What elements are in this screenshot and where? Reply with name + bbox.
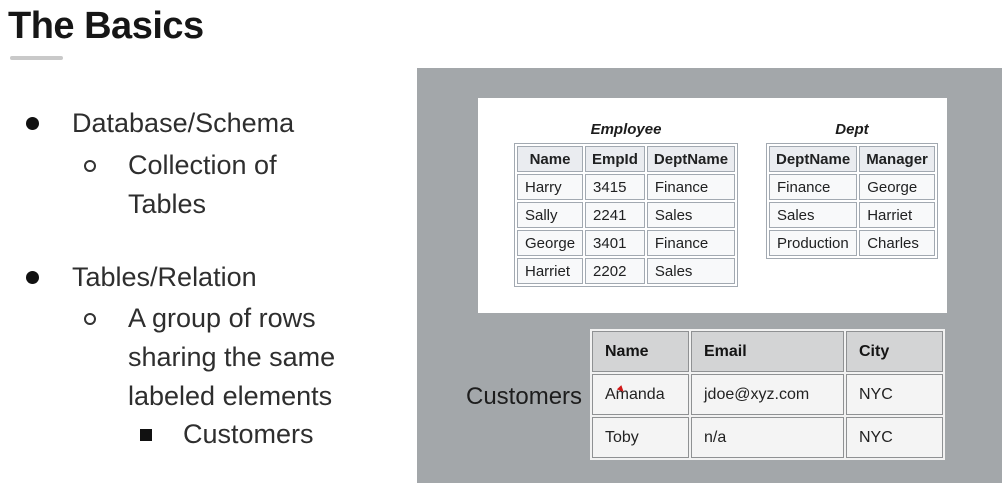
list-item-label: A group of rows sharing the same labeled… [128,303,336,411]
list-item-group-of-rows: A group of rows sharing the same labeled… [84,299,363,416]
table-cell: Production [769,230,858,256]
bullet-circle-icon [84,313,96,325]
table-cell: Harry [517,174,584,200]
bullet-circle-icon [84,160,96,172]
table-cell: jdoe@xyz.com [691,374,844,415]
list-item-collection-of-tables: Collection of Tables [84,146,313,224]
list-item-customers: Customers [140,415,314,454]
table-cell: 3401 [585,230,645,256]
table-cell: Finance [646,174,736,200]
page-title: The Basics [8,5,204,47]
table-cell: Amanda [592,374,689,415]
table-cell: 2202 [585,258,645,284]
table-cell: George [517,230,584,256]
table-cell: Finance [769,174,858,200]
column-header: Name [592,331,689,372]
table-cell: NYC [846,374,943,415]
table-cell: Sally [517,202,584,228]
customers-label: Customers [466,383,583,410]
table-cell: 2241 [585,202,645,228]
bullet-square-icon [140,429,152,441]
dept-table-title: Dept [835,121,869,138]
table-cell: Sales [646,258,736,284]
employee-table-title: Employee [590,121,662,138]
bullet-disc-icon [26,271,39,284]
list-item-label: Database/Schema [72,108,295,138]
column-header: Manager [859,146,935,172]
table-cell: Harriet [859,202,935,228]
column-header: Name [517,146,584,172]
list-item-label: Tables/Relation [72,262,257,292]
column-header: EmpId [585,146,645,172]
column-header: City [846,331,943,372]
table-cell: Toby [592,417,689,458]
table-cell: Harriet [517,258,584,284]
column-header: DeptName [769,146,858,172]
table-cell: n/a [691,417,844,458]
table-cell: Finance [646,230,736,256]
list-item-tables-relation: Tables/Relation [26,258,257,297]
title-underline [10,56,63,60]
table-cell: Sales [769,202,858,228]
column-header: DeptName [646,146,736,172]
table-cell: Charles [859,230,935,256]
column-header: Email [691,331,844,372]
table-cell: NYC [846,417,943,458]
list-item-database-schema: Database/Schema [26,104,294,143]
bullet-disc-icon [26,117,39,130]
list-item-label: Collection of Tables [128,150,277,219]
table-cell: Sales [646,202,736,228]
table-cell: 3415 [585,174,645,200]
table-cell: George [859,174,935,200]
list-item-label: Customers [183,419,314,449]
